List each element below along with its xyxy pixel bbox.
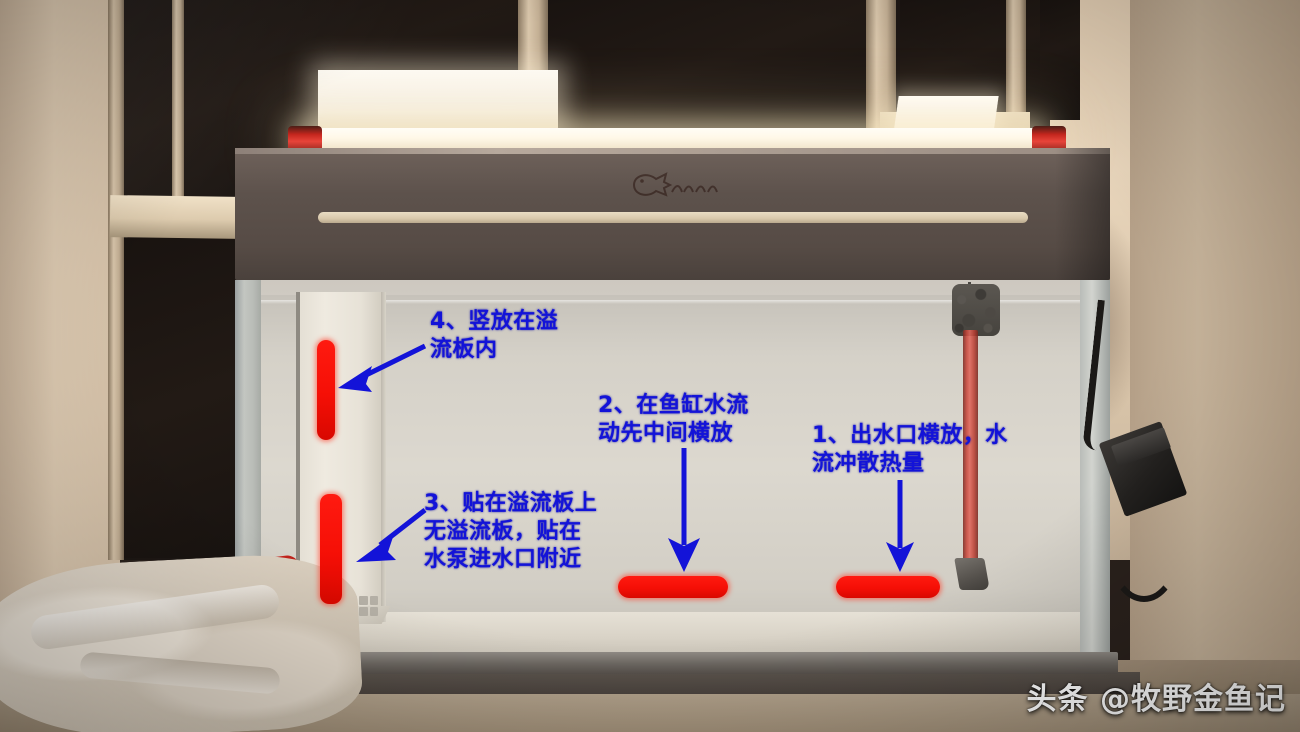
annotation-text-1: 1、出水口横放，水 流冲散热量 (812, 423, 1008, 477)
watermark: 头条 @牧野金鱼记 (1026, 682, 1286, 717)
marker-vertical-bottom (320, 494, 342, 604)
aquarium-stand (210, 672, 1140, 698)
right-wall (1130, 0, 1300, 732)
fish-logo-icon (626, 168, 746, 202)
window-mullion-left (108, 0, 124, 560)
annotation-text-2: 2、在鱼缸水流 动先中间横放 (598, 393, 749, 447)
marker-horizontal-mid (618, 576, 728, 598)
tank-base-frame (228, 652, 1118, 674)
arrow-to-marker-1 (886, 480, 914, 572)
arrow-to-marker-3 (356, 508, 427, 562)
arrow-to-marker-2 (668, 448, 700, 572)
sponge-filter-icon (952, 284, 1000, 336)
window-pane-far-right (1040, 0, 1080, 120)
annotation-text-3: 3、贴在溢流板上 无溢流板，贴在 水泵进水口附近 (424, 491, 598, 573)
tank-right-glass-panel (1080, 280, 1110, 655)
marker-vertical-top (317, 340, 335, 440)
tank-bottom-substrate (261, 612, 1080, 654)
window-mullion-far-right (1006, 0, 1026, 120)
heater-rod (963, 330, 978, 562)
hood-shadow (1055, 148, 1110, 280)
aquarium-light-tube (300, 128, 1040, 150)
annotation-text-4: 4、竖放在溢 流板内 (430, 309, 559, 363)
power-cable-loop (1108, 500, 1180, 602)
light-reflection-box (318, 70, 558, 130)
water-surface-line (261, 300, 1080, 304)
hood-top-highlight (235, 148, 1110, 154)
hood-light-slot (318, 212, 1028, 223)
overflow-box-left-edge (296, 292, 300, 622)
overflow-box-right-edge (381, 292, 386, 622)
arrow-to-marker-4 (338, 343, 427, 392)
window-mullion-inner-left (172, 0, 184, 210)
marker-horizontal-right (836, 576, 940, 598)
